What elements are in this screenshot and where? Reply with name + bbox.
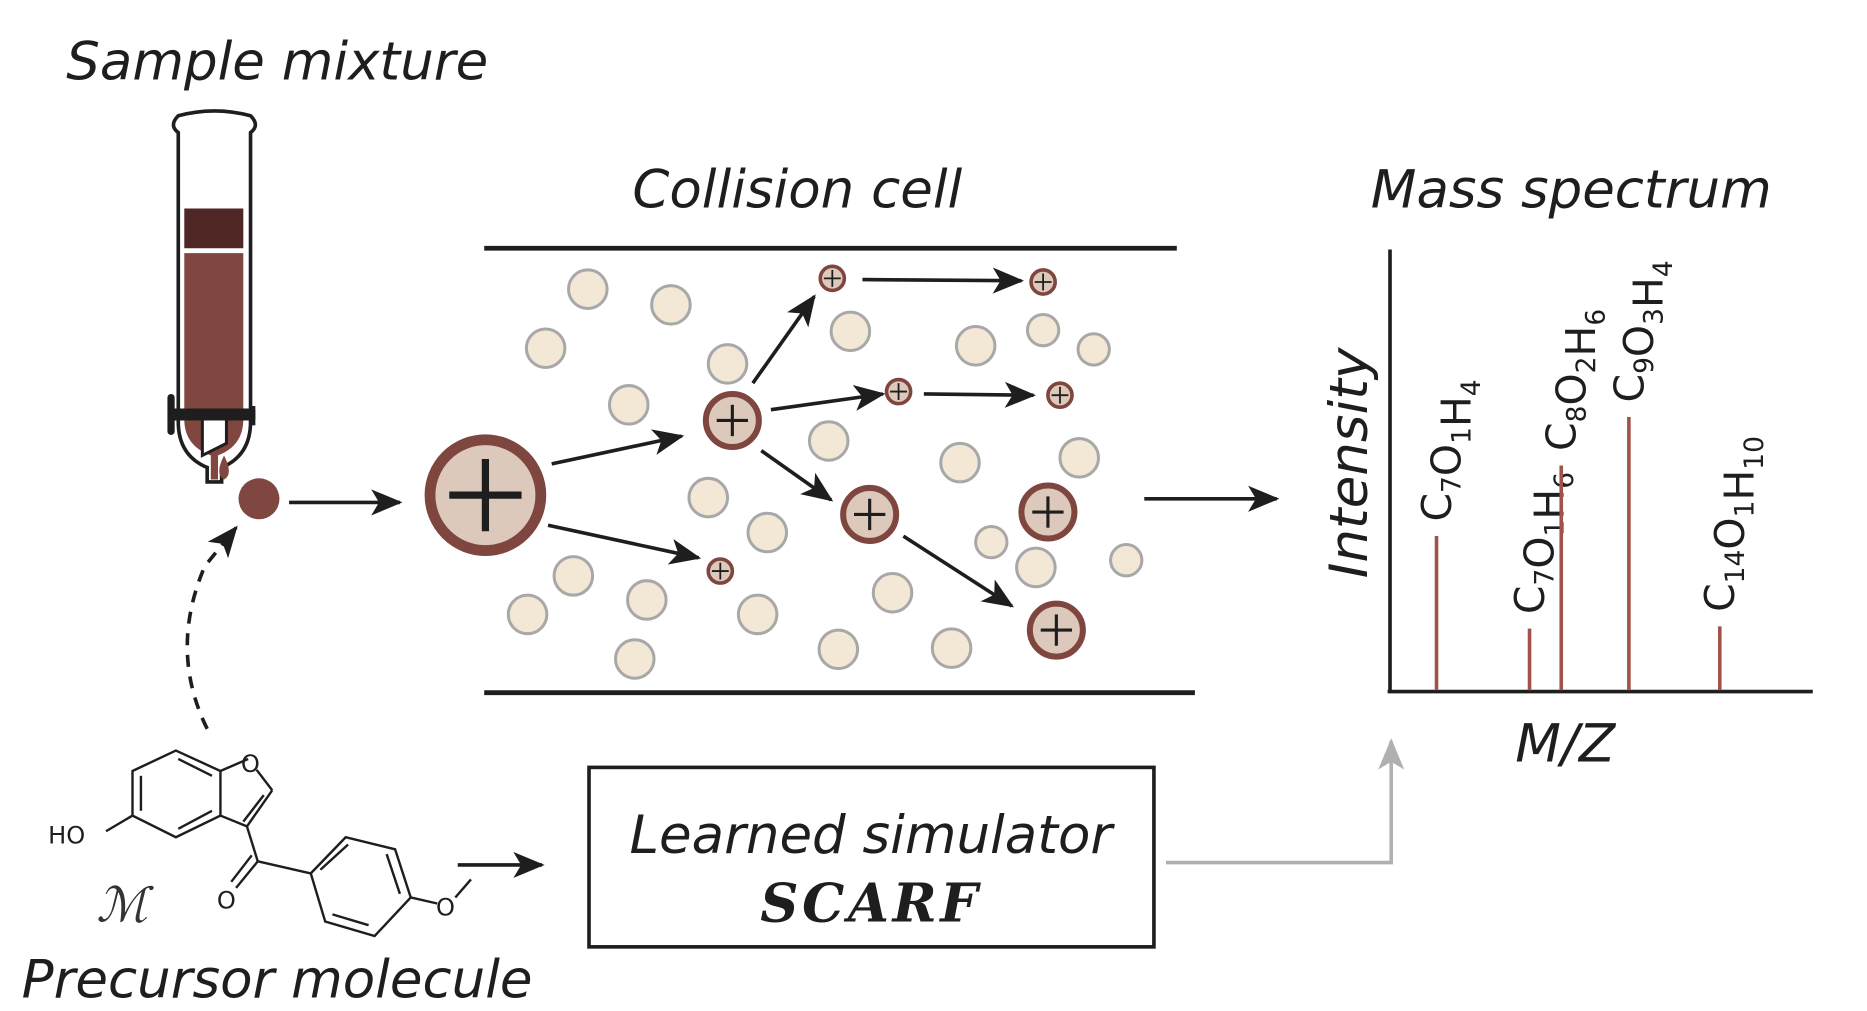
ion (1018, 482, 1078, 542)
neutral-molecule (1076, 332, 1111, 367)
peak-label: C9O3H4 (1605, 260, 1679, 402)
neutral-molecule (706, 343, 749, 385)
neutral-molecule (687, 476, 730, 519)
ion (424, 434, 547, 556)
neutral-molecule (736, 593, 779, 636)
neutral-molecule (506, 593, 549, 636)
neutral-molecule (930, 627, 973, 669)
ion (884, 377, 913, 406)
learned-simulator-box: Learned simulator SCARF (587, 765, 1156, 949)
fragmentation-arrow (760, 449, 834, 502)
y-axis-label: Intensity (1319, 347, 1380, 578)
peak-label: C14O1H10 (1696, 436, 1770, 612)
sample-droplet (238, 478, 280, 520)
neutral-molecule (1025, 312, 1061, 348)
fragmentation-arrow (770, 385, 886, 412)
neutral-molecule (954, 325, 997, 367)
ion (818, 264, 847, 293)
ion (706, 557, 735, 585)
fragmentation-arrow (862, 267, 1025, 294)
separating-funnel-icon (167, 109, 258, 484)
hydroxyl-label: HO (48, 821, 85, 849)
peak-label: C7O1H6 (1506, 472, 1580, 614)
neutral-gas-molecules (506, 268, 1144, 680)
neutral-molecule (829, 310, 872, 353)
neutral-molecule (614, 638, 656, 680)
simulator-label: Learned simulator (630, 805, 1116, 866)
neutral-molecule (626, 579, 668, 621)
methoxy-oxygen-label: O (436, 894, 455, 922)
ion (1026, 600, 1086, 660)
neutral-molecule (650, 284, 692, 326)
ion (1046, 381, 1074, 410)
neutral-molecule (871, 571, 914, 614)
neutral-molecule (807, 420, 850, 462)
ring-oxygen-label: O (241, 750, 260, 778)
fragmentation-arrow (923, 381, 1037, 408)
precursor-molecule-title: Precursor molecule (22, 949, 533, 1006)
neutral-molecule (1058, 437, 1101, 479)
ion (702, 390, 762, 451)
fragmentation-arrows (547, 267, 1037, 608)
sample-mixture-title: Sample mixture (66, 32, 488, 93)
neutral-molecule (1015, 546, 1057, 589)
neutral-molecule (1109, 543, 1144, 578)
fragmentation-arrow (551, 429, 685, 466)
x-axis-label: M/Z (1515, 713, 1617, 774)
dashed-arrow-molecule-to-sample (185, 525, 238, 730)
sample-dark-layer (184, 208, 244, 249)
peak-label: C8O2H6 (1538, 309, 1612, 451)
peak-label: C7O1H4 (1413, 379, 1487, 521)
ions (424, 264, 1086, 660)
simulator-name: SCARF (760, 873, 981, 935)
molecule-symbol: ℳ (96, 878, 154, 934)
precursor-molecule-structure (105, 749, 472, 938)
gray-arrow-simulator-to-spectrum (1165, 738, 1405, 865)
ion (840, 484, 900, 544)
carbonyl-oxygen-label: O (217, 886, 236, 914)
fragmentation-arrow (751, 294, 816, 385)
neutral-molecule (974, 524, 1009, 560)
sample-light-layer (184, 253, 244, 480)
neutral-molecule (817, 628, 860, 671)
neutral-molecule (607, 384, 650, 426)
collision-cell-title: Collision cell (632, 159, 962, 220)
neutral-molecule (939, 441, 981, 484)
neutral-molecule (567, 268, 609, 310)
neutral-molecule (746, 511, 789, 554)
mass-spectrum-title: Mass spectrum (1371, 159, 1772, 220)
neutral-molecule (552, 555, 595, 597)
fragmentation-arrow (902, 534, 1014, 608)
ion (1029, 268, 1057, 296)
neutral-molecule (524, 327, 567, 369)
fragmentation-arrow (547, 523, 702, 565)
